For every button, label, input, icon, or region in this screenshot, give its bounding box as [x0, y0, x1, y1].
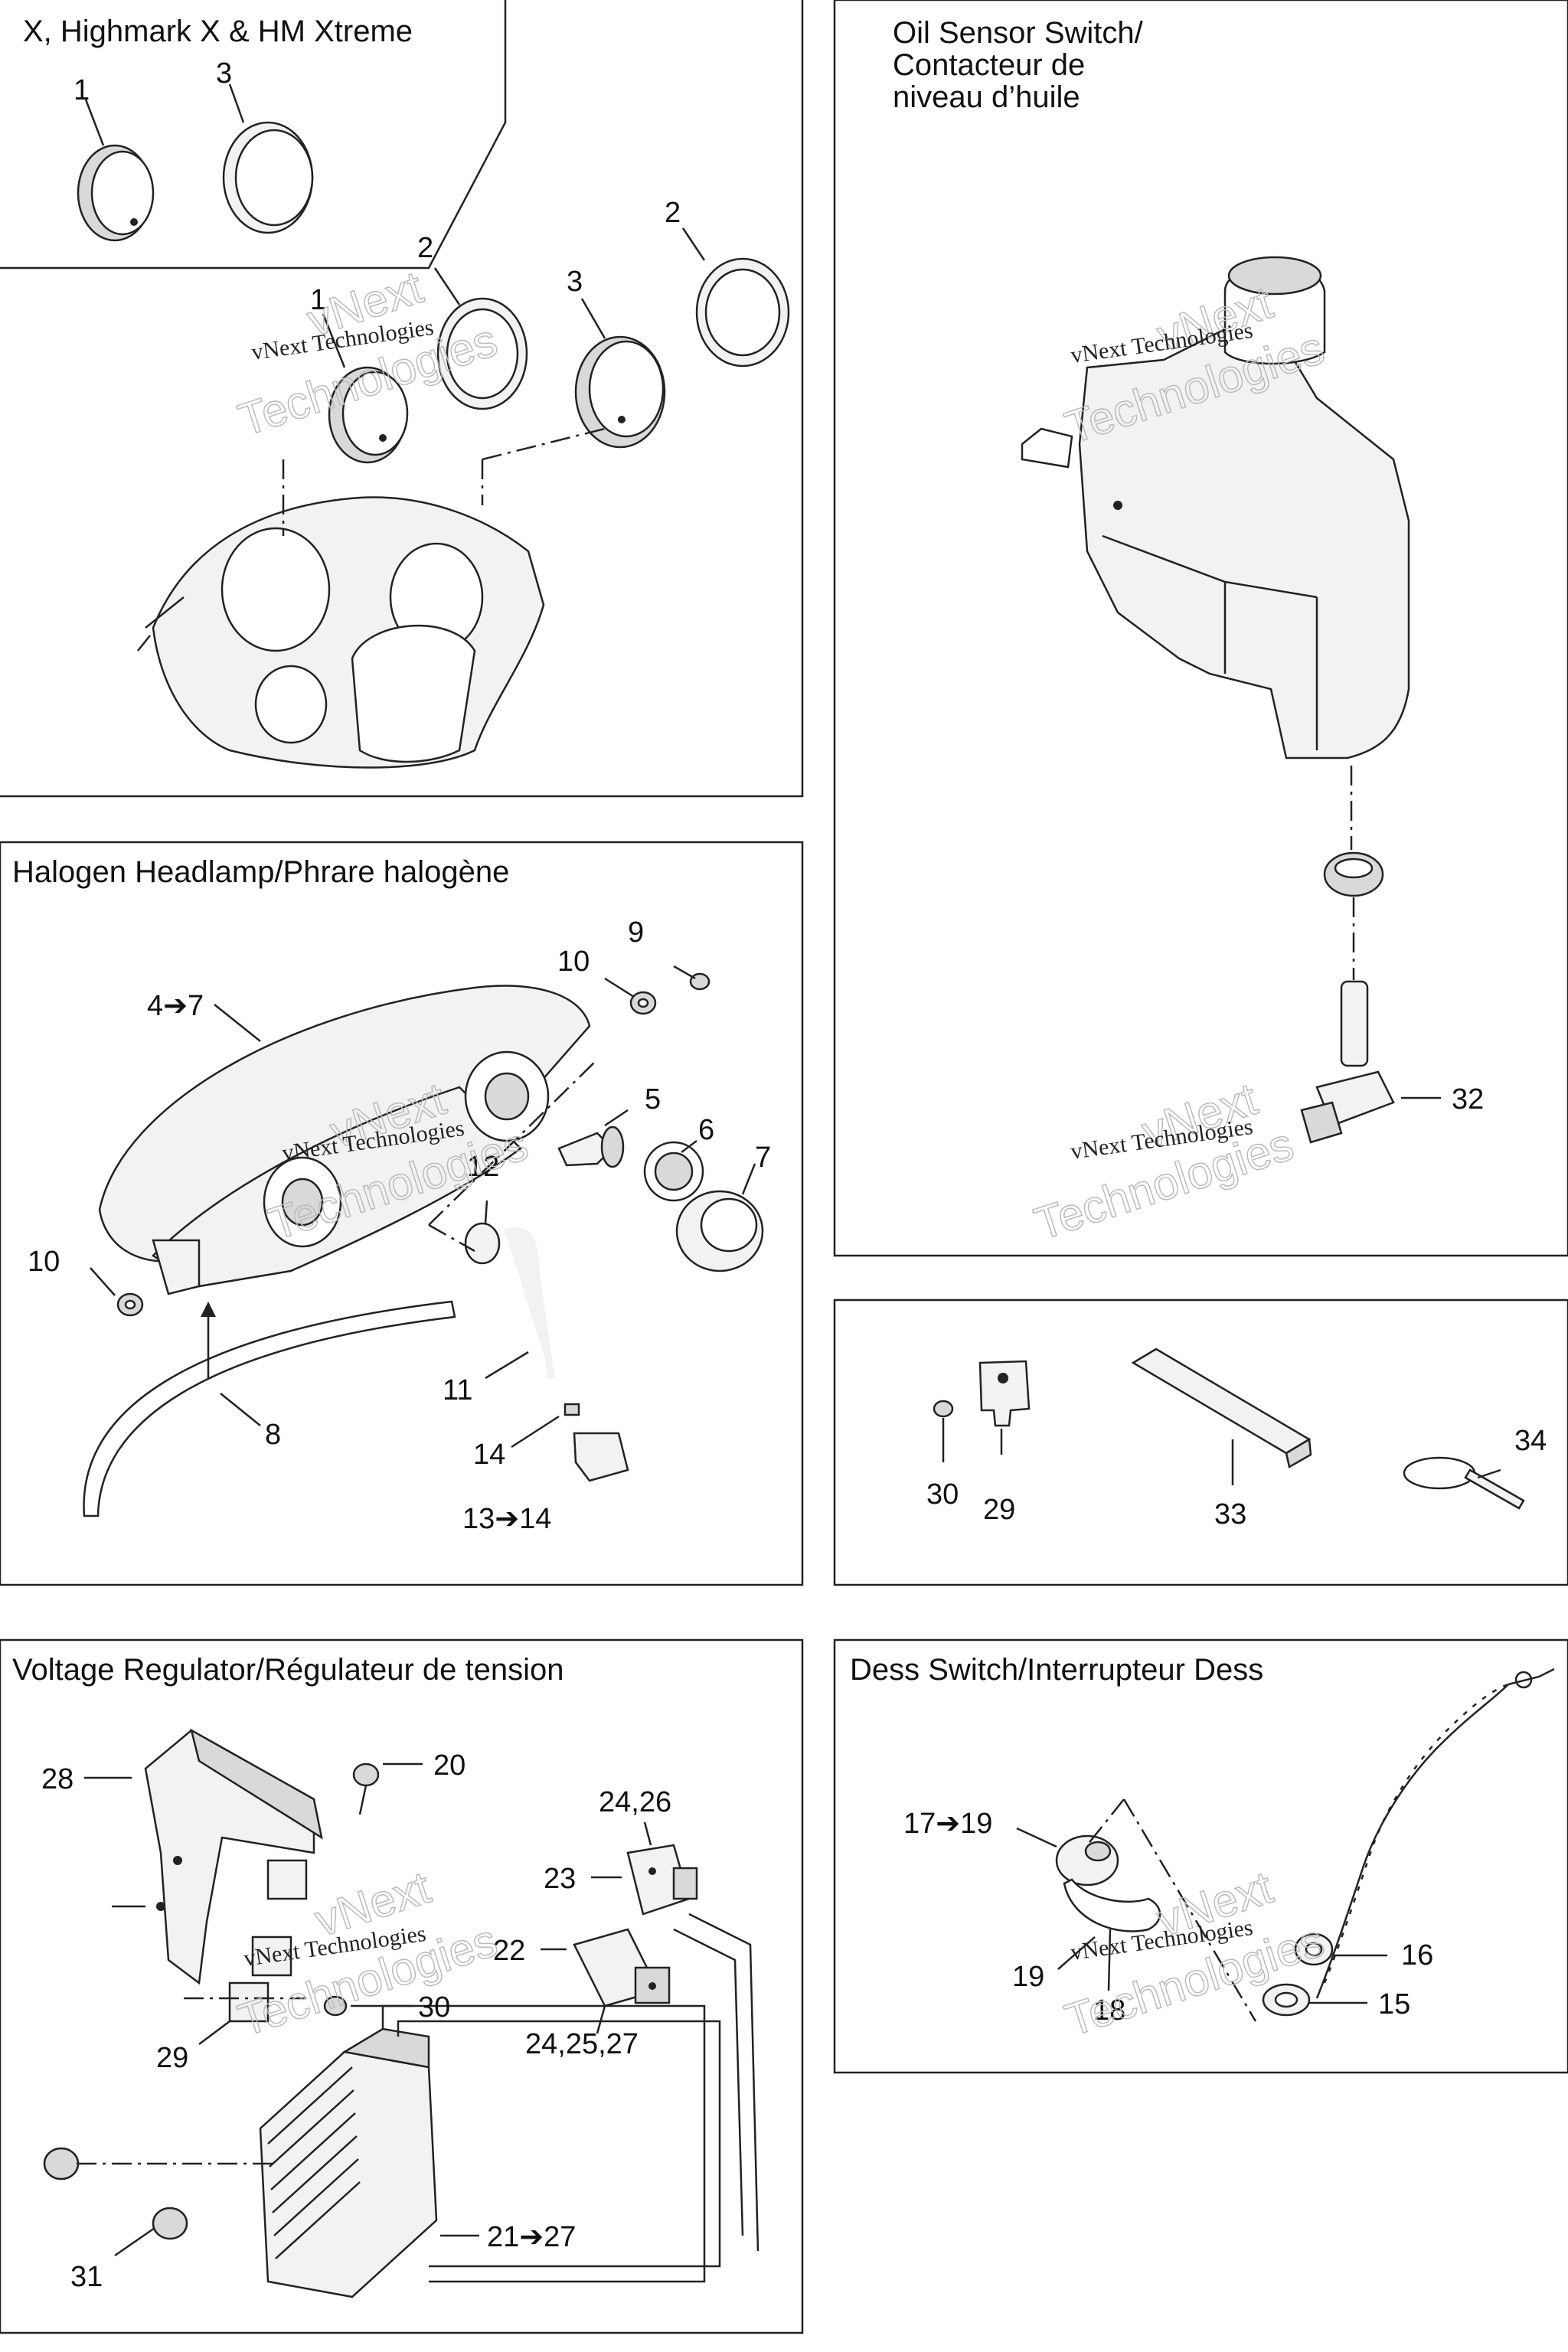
panel-regulator-frame — [0, 1638, 804, 2334]
gauge-ring-2-right — [695, 257, 790, 368]
watermark-oil-bottom: vNext vNext Technologies Technologies — [1028, 1072, 1300, 1250]
callout-headlamp-6: 6 — [698, 1114, 714, 1146]
hardware-clip-29 — [978, 1360, 1031, 1455]
headlamp-assembly — [98, 985, 591, 1295]
gauge-small-1 — [77, 144, 155, 242]
callout-headlamp-5: 5 — [645, 1083, 661, 1116]
callout-oil-32: 32 — [1452, 1083, 1484, 1116]
panel-hardware-frame — [833, 1298, 1568, 1586]
headlamp-boot — [675, 1190, 764, 1272]
callout-headlamp-10-top: 10 — [557, 946, 590, 978]
callout-headlamp-11: 11 — [443, 1374, 472, 1406]
regulator-bracket — [144, 1728, 323, 1985]
callout-headlamp-13-14: 13➔14 — [462, 1503, 551, 1535]
panel-headlamp-frame — [0, 841, 804, 1586]
regulator-clips — [228, 1859, 308, 2023]
callout-headlamp-10-left: 10 — [28, 1246, 60, 1278]
callout-gauge-1-small: 1 — [74, 74, 90, 106]
headlamp-panel-title: Halogen Headlamp/Phrare halogène — [12, 855, 509, 889]
oil-leader-lines — [1350, 766, 1441, 1099]
regulator-connector-22 — [573, 1928, 671, 2007]
oil-reservoir — [1021, 256, 1410, 760]
callout-dess-19: 19 — [1012, 1961, 1044, 1993]
callout-regulator-24-25-27: 24,25,27 — [525, 2028, 639, 2060]
callout-regulator-20: 20 — [433, 1749, 466, 1782]
callout-regulator-22: 22 — [493, 1935, 525, 1967]
gauge-panel-title: X, Highmark X & HM Xtreme — [23, 15, 413, 48]
regulator-connector-23 — [626, 1844, 698, 1916]
regulator-leader-lines — [77, 1762, 652, 2257]
callout-headlamp-7: 7 — [755, 1142, 771, 1174]
oil-grommet — [1323, 851, 1384, 897]
callout-gauge-3-small: 3 — [216, 57, 232, 90]
regulator-wiring — [381, 1913, 760, 2283]
callout-gauge-1-main: 1 — [310, 284, 326, 316]
panel-dess-frame — [833, 1638, 1568, 2074]
callout-regulator-21-27: 21➔27 — [487, 2221, 576, 2253]
gauge-leader-lines — [84, 83, 706, 536]
callout-hardware-30: 30 — [926, 1478, 959, 1511]
dess-cap-key — [1294, 1932, 1334, 1966]
callout-regulator-31: 31 — [70, 2261, 103, 2293]
oil-sensor-switch — [1300, 980, 1395, 1144]
dess-leader-lines — [1016, 1798, 1387, 2022]
callout-dess-16: 16 — [1401, 1939, 1433, 1971]
oil-panel-title-line-1: Oil Sensor Switch/ — [893, 16, 1144, 50]
callout-regulator-29: 29 — [156, 2042, 188, 2074]
regulator-body — [259, 2027, 438, 2298]
callout-dess-15: 15 — [1378, 1988, 1410, 2020]
callout-hardware-34: 34 — [1514, 1425, 1547, 1457]
gauge-3-main — [574, 335, 666, 449]
dess-panel-title: Dess Switch/Interrupteur Dess — [850, 1653, 1263, 1687]
dess-nut — [1262, 1983, 1311, 2017]
watermark-dess: vNext vNext Technologies Technologies — [1059, 1860, 1331, 2047]
regulator-panel-title: Voltage Regulator/Régulateur de tension — [12, 1653, 564, 1687]
headlamp-retainer — [643, 1141, 704, 1202]
callout-regulator-28: 28 — [41, 1763, 74, 1795]
callout-hardware-29: 29 — [983, 1494, 1015, 1526]
panel-oil-frame — [833, 0, 1568, 1257]
hardware-edge-trim-33 — [1131, 1348, 1312, 1485]
callout-headlamp-14: 14 — [473, 1439, 505, 1471]
gauge-small-3 — [222, 121, 314, 234]
hardware-cable-tie-34 — [1403, 1456, 1525, 1510]
gauge-housing — [137, 496, 545, 769]
gauge-ring-2-left — [436, 297, 528, 410]
regulator-bolts — [43, 1762, 380, 2240]
headlamp-bulb — [557, 1125, 625, 1168]
panel-gauge-frame — [0, 0, 804, 798]
callout-regulator-23: 23 — [544, 1863, 576, 1895]
callout-gauge-3-main: 3 — [567, 266, 583, 298]
headlamp-leader-lines — [90, 965, 756, 1449]
oil-panel-title-line-2: Contacteur de — [893, 48, 1085, 82]
headlamp-hardware — [116, 972, 710, 1482]
callout-gauge-2-left: 2 — [417, 232, 433, 264]
dess-switch-body — [1055, 1834, 1161, 1932]
callout-dess-17-19: 17➔19 — [903, 1808, 992, 1840]
callout-headlamp-4-7: 4➔7 — [147, 990, 204, 1022]
dess-coil-cord — [1315, 1668, 1555, 1999]
callout-headlamp-9: 9 — [628, 916, 644, 949]
callout-regulator-24-26: 24,26 — [599, 1786, 671, 1818]
hardware-screw-30 — [933, 1400, 954, 1462]
callout-regulator-30: 30 — [418, 1991, 450, 2024]
gauge-1-main — [328, 366, 409, 464]
headlamp-wire-loop — [83, 1300, 456, 1517]
oil-panel-title-line-3: niveau d’huile — [893, 80, 1080, 114]
callout-hardware-33: 33 — [1214, 1498, 1246, 1530]
callout-dess-18: 18 — [1093, 1994, 1125, 2027]
callout-headlamp-8: 8 — [265, 1419, 281, 1451]
callout-headlamp-12: 12 — [467, 1151, 499, 1183]
callout-gauge-2-right: 2 — [665, 197, 681, 229]
